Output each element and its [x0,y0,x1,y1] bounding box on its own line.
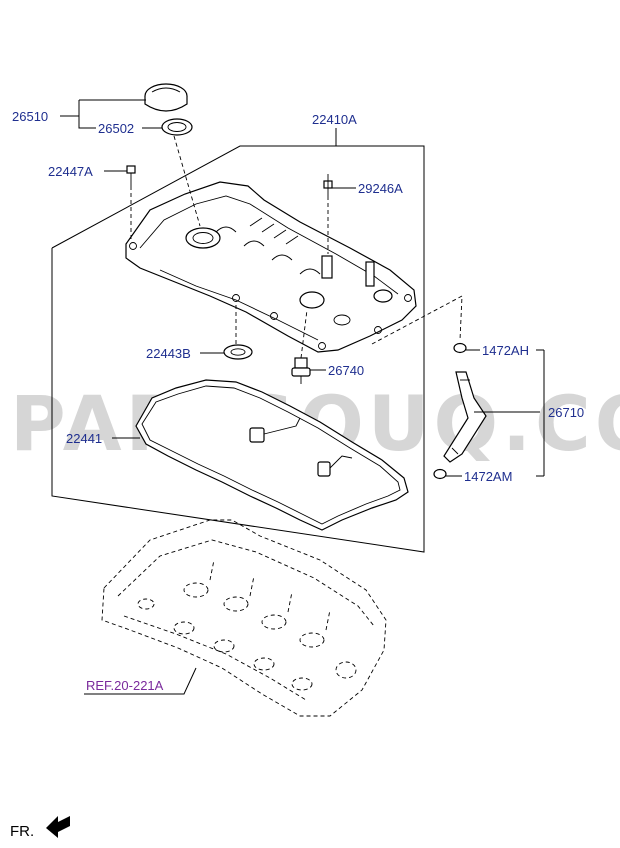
pcv-valve[interactable] [291,357,311,384]
cylinder-head-reference [101,519,387,717]
hose-clamp-upper[interactable] [453,342,467,354]
cover-gasket[interactable] [135,379,409,531]
front-arrow-icon [46,816,70,838]
oil-filler-cap[interactable] [144,83,188,112]
cover-bolt[interactable] [126,165,136,186]
cover-stud[interactable] [323,174,333,196]
label-26502[interactable]: 26502 [98,121,134,136]
spark-plug-tube-seal[interactable] [223,344,253,360]
label-1472AH[interactable]: 1472AH [482,343,529,358]
label-22443B[interactable]: 22443B [146,346,191,361]
hose-clamp-lower[interactable] [433,468,447,480]
label-22410A[interactable]: 22410A [312,112,357,127]
front-orientation-label: FR. [10,823,34,840]
assembly-frame [51,145,425,553]
label-22447A[interactable]: 22447A [48,164,93,179]
label-22441[interactable]: 22441 [66,431,102,446]
cap-seal-ring[interactable] [161,118,193,136]
label-26710[interactable]: 26710 [548,405,584,420]
leader-lines [60,99,545,695]
reference-label[interactable]: REF.20-221A [86,678,164,693]
label-26510[interactable]: 26510 [12,109,48,124]
label-1472AM[interactable]: 1472AM [464,469,512,484]
breather-hose[interactable] [443,371,487,463]
cylinder-head-cover[interactable] [125,181,417,353]
label-26740[interactable]: 26740 [328,363,364,378]
label-29246A[interactable]: 29246A [358,181,403,196]
